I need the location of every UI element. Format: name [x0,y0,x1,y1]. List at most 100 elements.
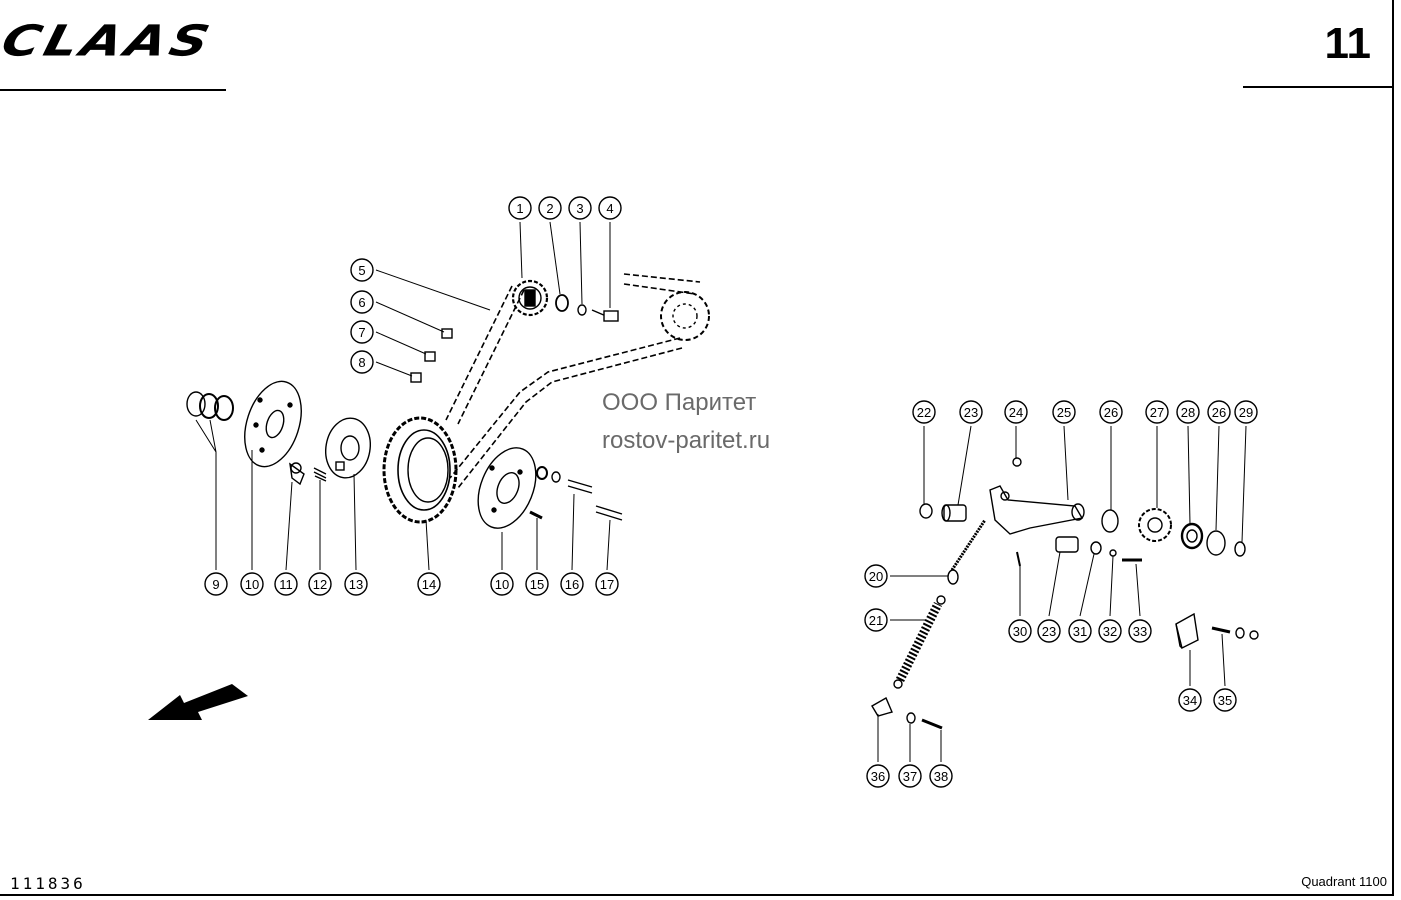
callout-4: 4 [598,196,622,220]
svg-text:11: 11 [279,577,293,592]
svg-text:14: 14 [422,577,436,592]
callout-8: 8 [350,350,374,374]
washer-3 [577,304,587,316]
nut [536,466,548,480]
callout-12: 12 [308,572,332,596]
arm-25 [989,485,1085,535]
callout-circles: 1 2 3 4 5 6 7 8 9 10 11 12 13 14 10 15 1… [204,196,1258,788]
callout-35: 35 [1213,688,1237,712]
watermark-url: rostov-paritet.ru [602,427,771,454]
callout-28: 28 [1176,400,1200,424]
page-number: 11 [1324,19,1371,68]
callout-26a: 26 [1099,400,1123,424]
spring-12 [313,467,327,482]
cam-11 [289,462,305,486]
callout-17: 17 [595,572,619,596]
watermark-company: ООО Паритет [602,389,757,416]
callout-15: 15 [525,572,549,596]
svg-text:7: 7 [358,325,365,340]
callout-9: 9 [204,572,228,596]
svg-text:15: 15 [530,577,544,592]
callout-24: 24 [1004,400,1028,424]
callout-31: 31 [1068,619,1092,643]
svg-text:4: 4 [606,201,613,216]
svg-text:20: 20 [869,569,883,584]
model-name: Quadrant 1100 [1301,874,1387,889]
chain-drive-assembly [148,273,710,720]
svg-text:24: 24 [1009,405,1023,420]
svg-text:38: 38 [934,769,948,784]
svg-text:37: 37 [903,769,917,784]
bearing-28 [1180,522,1204,550]
tensioner-assembly [871,457,1259,730]
callout-14: 14 [417,572,441,596]
eye-bolt-20 [947,519,987,585]
callout-22: 22 [912,400,936,424]
sprocket-27 [1138,508,1172,542]
svg-text:21: 21 [869,613,883,628]
washer-2 [555,294,569,312]
ring-22 [919,503,933,519]
washer [551,471,561,483]
svg-text:16: 16 [565,577,579,592]
link-6 [441,328,453,339]
svg-text:6: 6 [358,295,365,310]
callout-29: 29 [1234,400,1258,424]
washer-37 [906,712,916,724]
bolt-35 [1211,626,1231,634]
header-rule-left [0,89,226,91]
sprocket-large [382,416,458,524]
svg-text:30: 30 [1013,624,1027,639]
bolt-16 [567,479,593,494]
callout-38: 38 [929,764,953,788]
washer-35 [1235,627,1245,639]
plate-10-left [244,380,302,468]
svg-text:17: 17 [600,577,614,592]
pin-30 [1016,551,1021,567]
svg-text:33: 33 [1133,624,1147,639]
spring-21 [893,595,946,689]
svg-text:28: 28 [1181,405,1195,420]
drawing-number: 111836 [10,874,86,893]
bolt-17 [595,505,623,521]
svg-text:23: 23 [964,405,978,420]
nut-35 [1249,630,1259,640]
svg-text:36: 36 [871,769,885,784]
ring-26b [1206,530,1226,556]
callout-3: 3 [568,196,592,220]
callout-30: 30 [1008,619,1032,643]
bracket-36 [871,697,893,717]
sprocket-small-upper [511,279,549,317]
svg-text:35: 35 [1218,693,1232,708]
bracket-34 [1175,612,1199,650]
svg-text:12: 12 [313,577,327,592]
svg-text:22: 22 [917,405,931,420]
direction-arrow [148,684,248,720]
link-8 [410,372,422,383]
plate-10-right [477,447,537,529]
bolt-38 [921,718,943,730]
svg-text:5: 5 [358,263,365,278]
washer-31 [1090,541,1102,555]
callout-1: 1 [508,196,532,220]
washer-32 [1109,549,1117,557]
callout-23b: 23 [1037,619,1061,643]
callout-11: 11 [274,572,298,596]
svg-text:25: 25 [1057,405,1071,420]
callout-26b: 26 [1207,400,1231,424]
link-7 [424,351,436,362]
callout-5: 5 [350,258,374,282]
svg-text:8: 8 [358,355,365,370]
svg-text:26: 26 [1212,405,1226,420]
nut-24 [1012,457,1022,467]
callout-32: 32 [1098,619,1122,643]
svg-text:3: 3 [576,201,583,216]
callout-34: 34 [1178,688,1202,712]
svg-text:26: 26 [1104,405,1118,420]
callout-37: 37 [898,764,922,788]
callout-7: 7 [350,320,374,344]
callout-10a: 10 [240,572,264,596]
svg-text:1: 1 [516,201,523,216]
